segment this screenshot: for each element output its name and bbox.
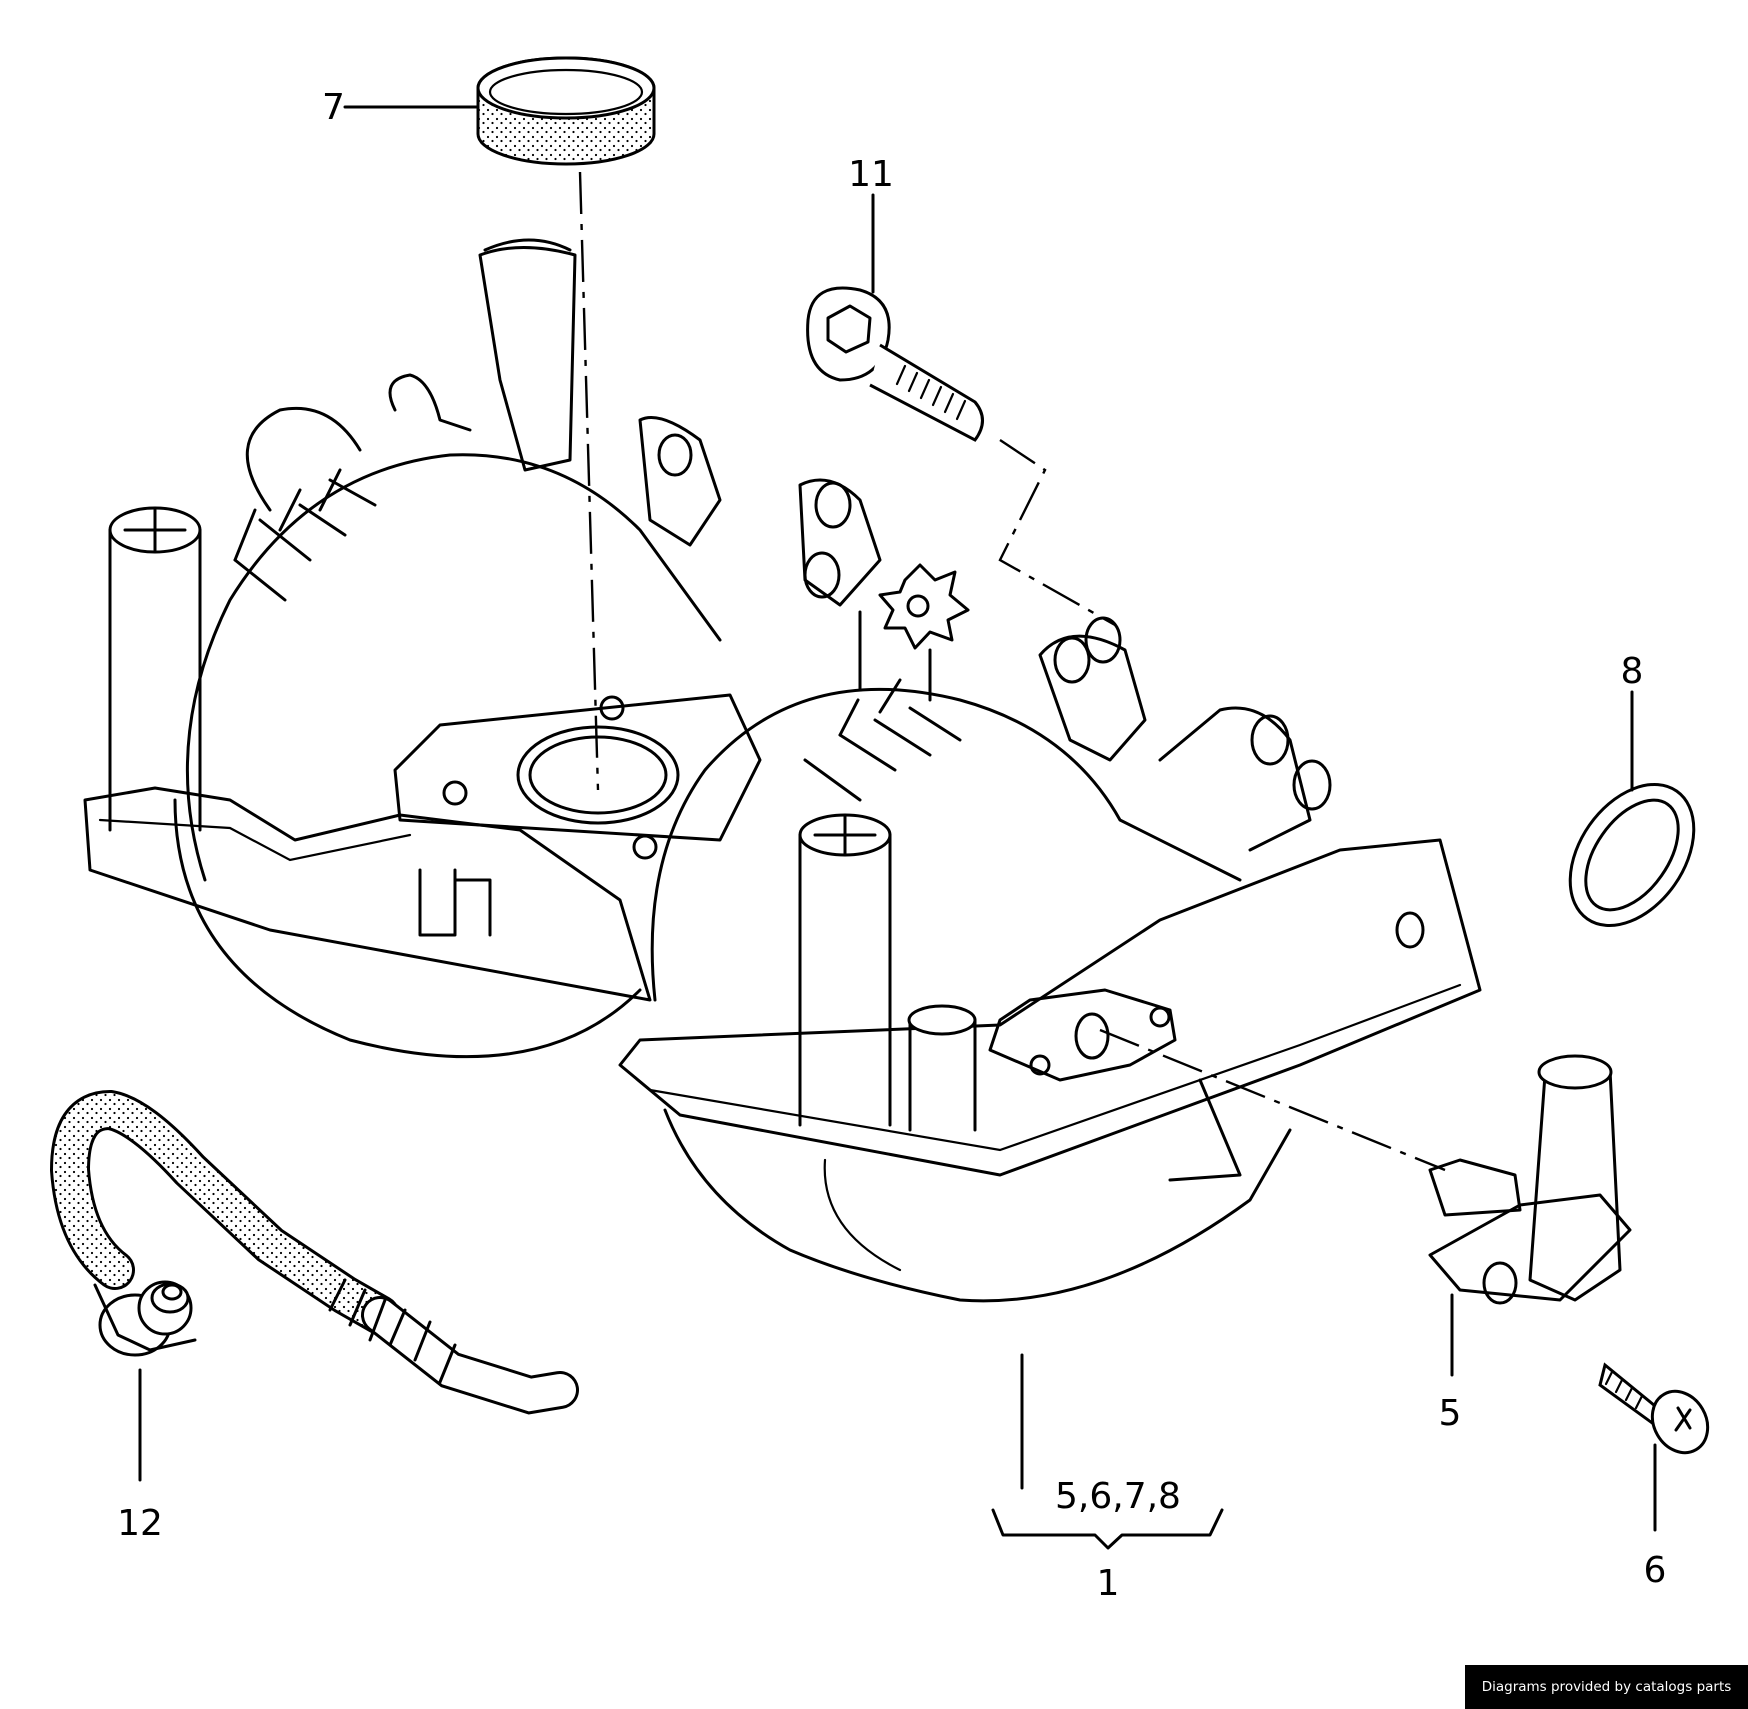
callout-5: 5 bbox=[1439, 1393, 1462, 1434]
leader-dashed-5 bbox=[1099, 1028, 1446, 1172]
screw-6 bbox=[1598, 1362, 1710, 1532]
callout-5-6-7-8: 5,6,7,8 bbox=[1055, 1476, 1181, 1517]
callout-6: 6 bbox=[1644, 1550, 1667, 1591]
o-ring-8 bbox=[1568, 690, 1696, 928]
sensor-5 bbox=[1428, 1054, 1632, 1377]
intake-manifold-1 bbox=[83, 238, 1482, 1303]
callout-12: 12 bbox=[117, 1503, 163, 1544]
callout-7: 7 bbox=[322, 87, 345, 128]
vacuum-hose-12 bbox=[49, 1089, 579, 1482]
leader-dashed-7 bbox=[578, 171, 600, 791]
leader-dashed-11 bbox=[998, 439, 1116, 627]
sealing-ring-7 bbox=[343, 56, 656, 166]
leader-bracket-1 bbox=[991, 1353, 1224, 1550]
callout-8: 8 bbox=[1621, 651, 1644, 692]
callout-11: 11 bbox=[848, 154, 894, 195]
bolt-11 bbox=[806, 193, 984, 442]
credit-badge: Diagrams provided by catalogs parts bbox=[1465, 1665, 1748, 1709]
callout-1: 1 bbox=[1097, 1563, 1120, 1604]
